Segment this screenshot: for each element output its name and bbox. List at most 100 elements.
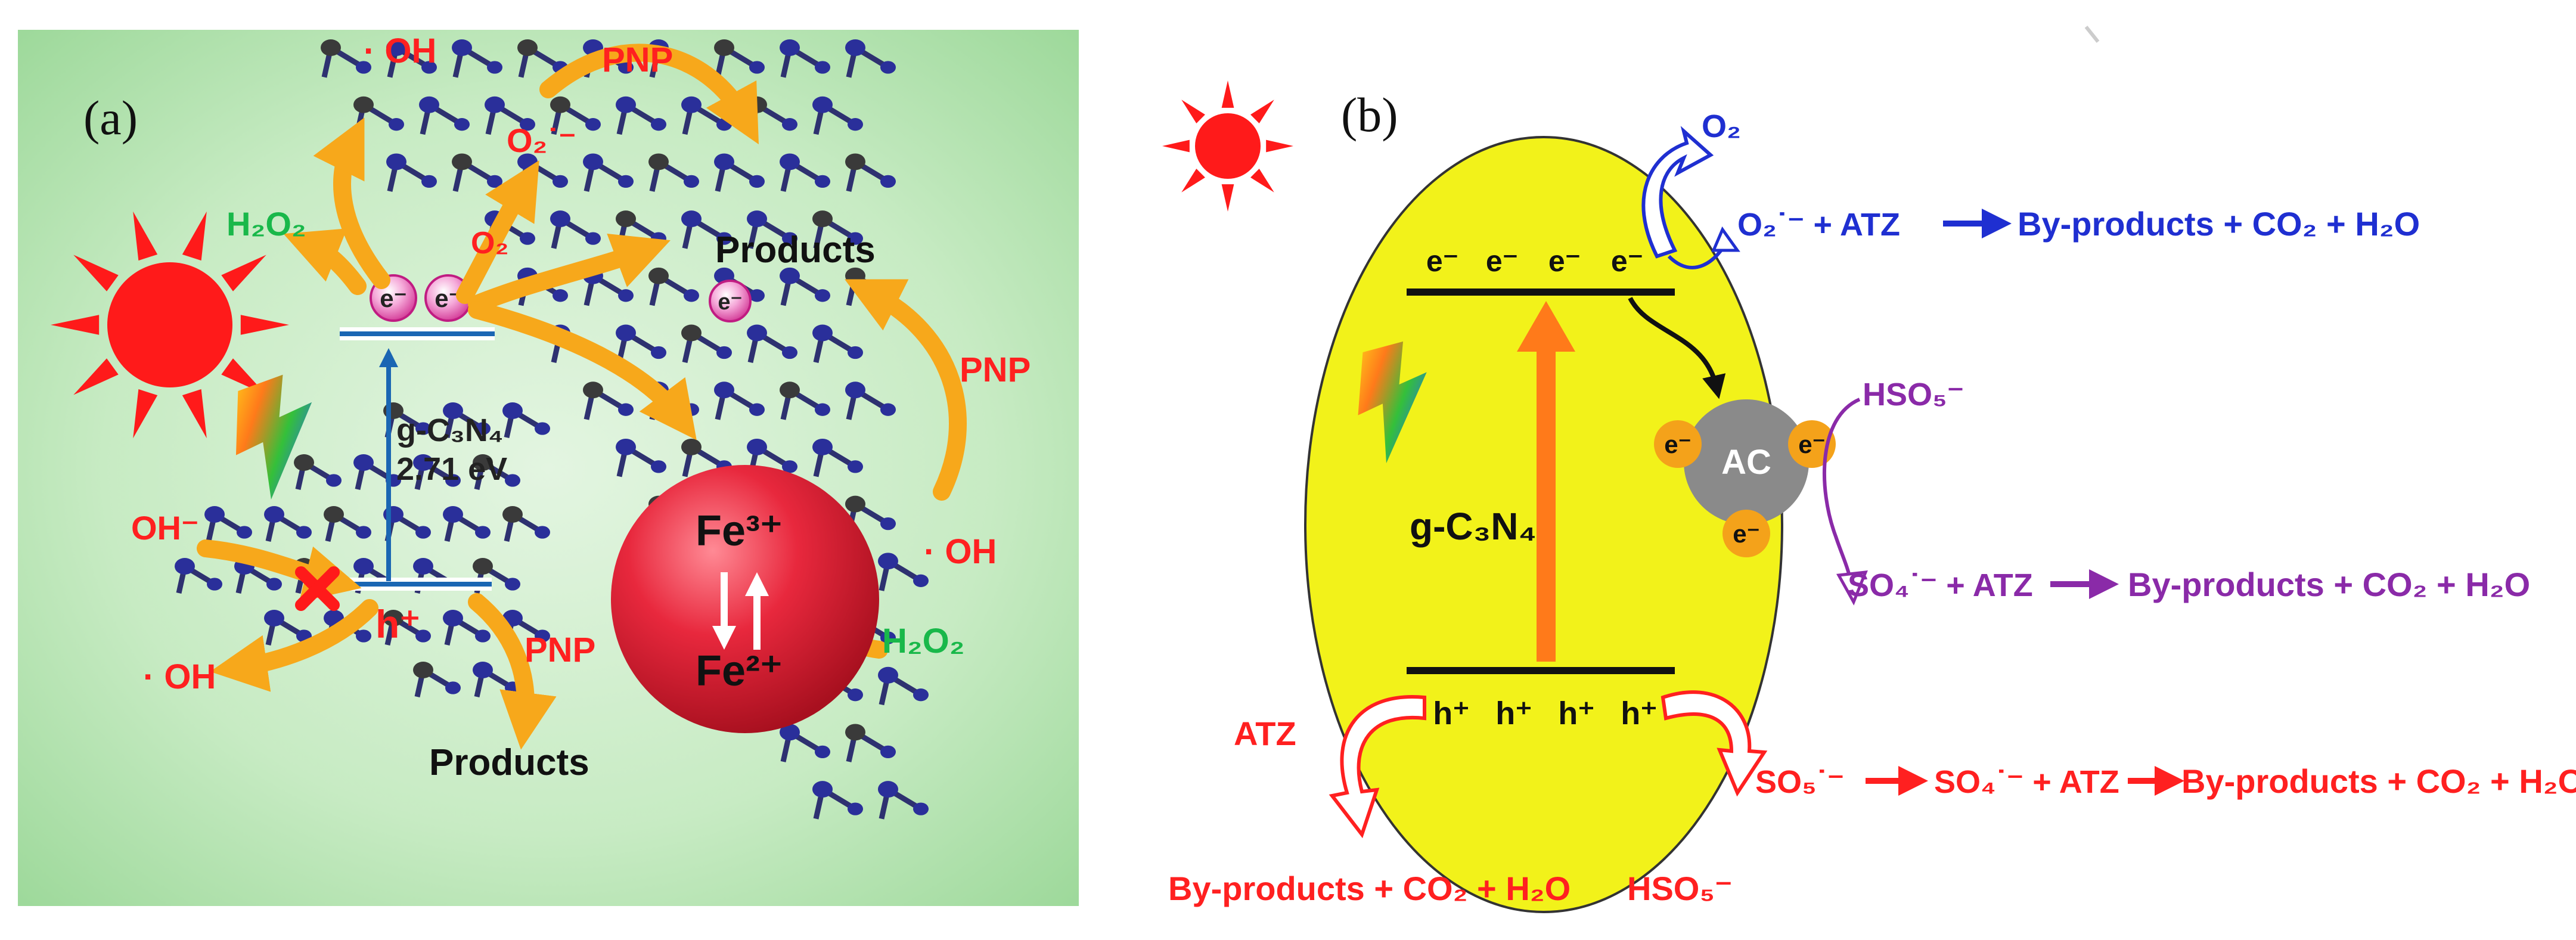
lattice-atom xyxy=(326,474,342,487)
lattice-atom xyxy=(848,802,863,815)
lattice-atom xyxy=(389,118,404,131)
lattice-atom xyxy=(780,724,800,741)
lattice-atom xyxy=(356,61,371,74)
lightning-icon-b xyxy=(1358,341,1427,464)
lattice-atom xyxy=(415,526,431,539)
sun-ray xyxy=(1221,80,1234,108)
lattice-atom xyxy=(386,153,406,170)
blocked-recombination-icon xyxy=(295,566,340,611)
lattice-atom xyxy=(815,403,830,416)
lattice-atom xyxy=(880,745,896,759)
lattice-atom xyxy=(913,688,929,702)
vb-hole-1: h⁺ xyxy=(1433,696,1470,731)
lattice-atom xyxy=(616,210,636,228)
lattice-atom xyxy=(443,506,463,523)
pnp-bottom-label: PNP xyxy=(524,631,595,669)
lattice-atom xyxy=(324,506,344,523)
lattice-atom xyxy=(880,631,896,644)
so4-radical-reaction: SO₄˙⁻ + ATZ xyxy=(1848,567,2033,603)
lattice-atom xyxy=(812,324,833,342)
lattice-atom xyxy=(815,175,830,188)
lattice-atom xyxy=(848,232,863,245)
lattice-atom xyxy=(618,403,634,416)
so4-reaction-bottom: SO₄˙⁻ + ATZ xyxy=(1934,764,2119,800)
byproducts-mid: By-products + CO₂ + H₂O xyxy=(2128,566,2530,603)
hso5-right-label: HSO₅⁻ xyxy=(1863,377,1964,412)
lattice-atom xyxy=(487,61,502,74)
oh-bottom-label: · OH xyxy=(143,657,216,696)
lattice-atom xyxy=(913,802,929,815)
pnp-top-label: PNP xyxy=(602,41,673,79)
band-label-material: g-C₃N₄ xyxy=(396,412,504,448)
arrow-pnp-right xyxy=(845,279,967,501)
sun-ray xyxy=(1162,139,1190,153)
o2-arrow-head xyxy=(1711,226,1740,252)
lattice-atom xyxy=(651,118,666,131)
lattice-atom xyxy=(878,781,898,798)
lattice-atom xyxy=(487,175,502,188)
lattice-atom xyxy=(294,454,314,471)
lattice-atom xyxy=(443,402,463,419)
sun-ray xyxy=(73,255,119,291)
sun-ray xyxy=(1250,100,1274,123)
h2o2-left-label: H₂O₂ xyxy=(226,205,306,243)
lattice-atom xyxy=(264,506,284,523)
lattice-atom xyxy=(684,175,699,188)
lattice-atom xyxy=(421,61,437,74)
o2-radical-label: O₂˙⁻ xyxy=(507,122,576,159)
lattice-atom xyxy=(517,39,538,56)
panel-b: (b) e⁻ e⁻ e⁻ e⁻ h⁺ h⁺ h⁺ h⁺ g-C₃N₄ AC xyxy=(1162,26,2576,913)
lattice-atom xyxy=(553,289,568,302)
lattice-atom xyxy=(413,454,433,471)
sun-icon-b xyxy=(1162,80,1293,212)
lattice-atom xyxy=(321,39,341,56)
lattice-atom xyxy=(684,289,699,302)
lattice-atom xyxy=(353,454,374,471)
lattice-atom xyxy=(502,402,523,419)
sun-ray xyxy=(1266,139,1293,153)
lattice-atom xyxy=(266,578,282,591)
oh-right-label: · OH xyxy=(924,532,997,571)
lattice-atom xyxy=(356,526,371,539)
lattice-atom xyxy=(616,96,636,113)
lattice-atom xyxy=(812,438,833,455)
lattice-atom xyxy=(651,232,666,245)
fe3-label: Fe³⁺ xyxy=(696,507,783,555)
lattice-atom xyxy=(749,61,765,74)
lattice-atom xyxy=(618,61,634,74)
ac-electron-right: e⁻ xyxy=(1798,430,1826,458)
lattice-atom xyxy=(782,118,797,131)
arrow-to-oh-top xyxy=(313,117,390,289)
excitation-arrow-b xyxy=(1537,346,1556,662)
o2-radical-reaction: O₂˙⁻ + ATZ xyxy=(1737,207,1900,243)
lattice-atom xyxy=(848,346,863,359)
lattice-atom xyxy=(353,96,374,113)
lattice-atom xyxy=(716,346,732,359)
o2-label: O₂ xyxy=(471,226,509,260)
arrow-to-fe xyxy=(468,301,697,440)
panel-a: e⁻ e⁻ e⁻ xyxy=(18,30,1079,906)
hole-label: h⁺ xyxy=(375,602,420,646)
lattice-atom xyxy=(550,210,570,228)
panel-b-label: (b) xyxy=(1341,88,1398,142)
lattice-atom xyxy=(749,175,765,188)
lattice-atom xyxy=(264,610,284,626)
lattice-atom xyxy=(535,422,550,435)
lattice-atom xyxy=(812,210,833,228)
lattice-atom xyxy=(419,96,439,113)
sun-ray xyxy=(182,389,207,439)
lattice-atom xyxy=(681,210,702,228)
lattice-atom xyxy=(583,381,603,399)
lattice-atom xyxy=(583,153,603,170)
redox-arrows xyxy=(712,572,769,650)
lattice-atom xyxy=(812,96,833,113)
lattice-atom xyxy=(716,232,732,245)
lattice-atom xyxy=(585,118,601,131)
panel-a-label: (a) xyxy=(83,91,138,145)
lattice-atom xyxy=(714,39,734,56)
lattice-atom xyxy=(878,666,898,684)
lattice-atom xyxy=(445,681,461,694)
lattice-atom xyxy=(782,346,797,359)
electron-3 xyxy=(709,280,752,322)
lattice-atom xyxy=(452,39,472,56)
